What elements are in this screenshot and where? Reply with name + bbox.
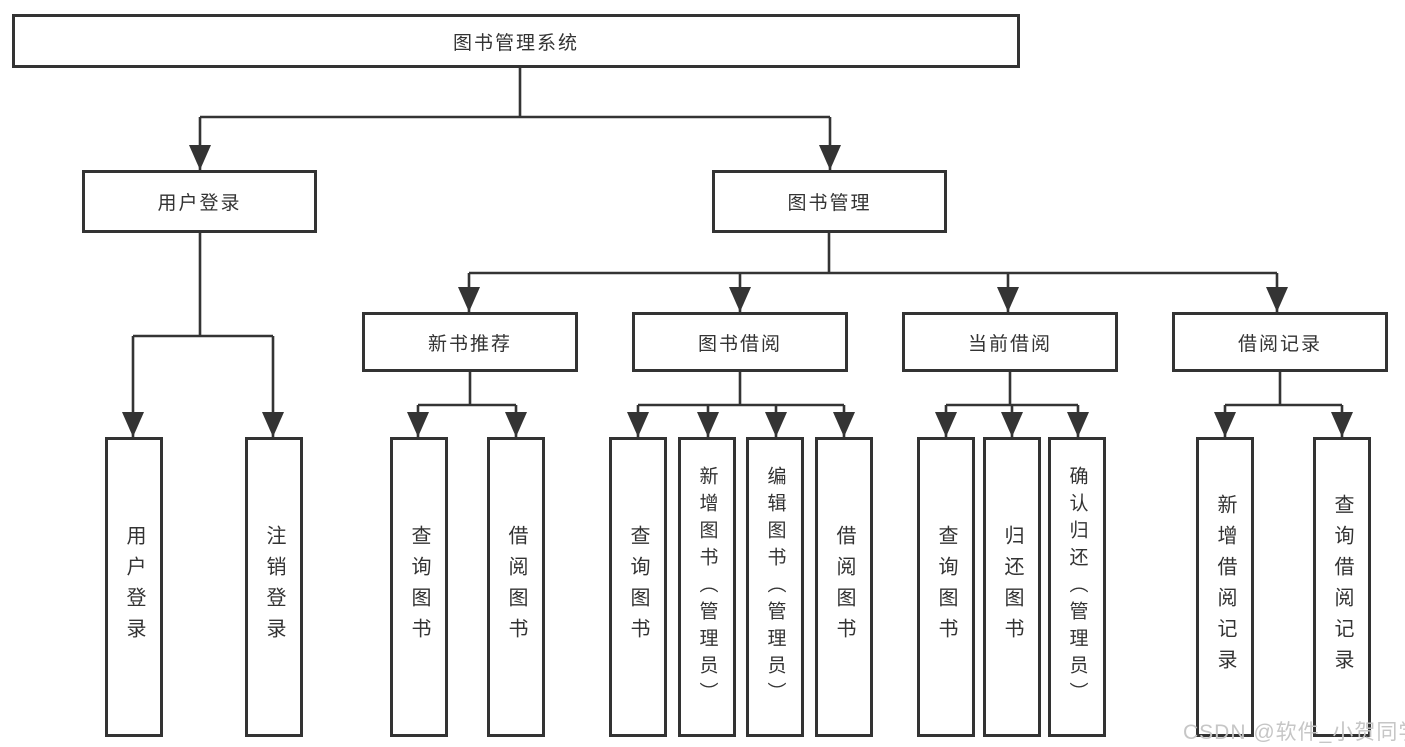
node-label: 编辑图书（管理员） — [764, 465, 786, 709]
node-label: 借阅图书 — [833, 525, 855, 649]
leaf-add-books-admin: 新增图书（管理员） — [678, 437, 736, 737]
leaf-return-books: 归还图书 — [983, 437, 1041, 737]
node-label: 新增图书（管理员） — [696, 465, 718, 709]
node-borrowing-records: 借阅记录 — [1172, 312, 1388, 372]
leaf-query-books-current: 查询图书 — [917, 437, 975, 737]
node-current-borrowing: 当前借阅 — [902, 312, 1118, 372]
leaf-query-books-borrow: 查询图书 — [609, 437, 667, 737]
node-new-book-recommendation: 新书推荐 — [362, 312, 578, 372]
node-label: 归还图书 — [1001, 525, 1023, 649]
node-library-management-system: 图书管理系统 — [12, 14, 1020, 68]
leaf-query-books-recommend: 查询图书 — [390, 437, 448, 737]
node-label: 确认归还（管理员） — [1066, 465, 1088, 709]
node-user-login: 用户登录 — [82, 170, 317, 233]
leaf-borrow-books-recommend: 借阅图书 — [487, 437, 545, 737]
node-label: 图书管理 — [787, 193, 872, 214]
node-label: 查询图书 — [627, 525, 649, 649]
csdn-watermark: CSDN @软件_小贺同学 — [1183, 721, 1405, 744]
node-label: 借阅记录 — [1237, 333, 1322, 355]
leaf-user-login: 用户登录 — [105, 437, 163, 737]
node-label: 注销登录 — [263, 525, 285, 649]
leaf-borrow-books: 借阅图书 — [815, 437, 873, 737]
node-label: 查询图书 — [408, 525, 430, 649]
node-label: 图书管理系统 — [452, 32, 579, 54]
node-book-management: 图书管理 — [712, 170, 947, 233]
leaf-add-borrow-record: 新增借阅记录 — [1196, 437, 1254, 737]
node-label: 查询借阅记录 — [1331, 494, 1353, 680]
node-label: 当前借阅 — [967, 333, 1052, 355]
leaf-edit-books-admin: 编辑图书（管理员） — [746, 437, 804, 737]
node-label: 新增借阅记录 — [1214, 494, 1236, 680]
node-label: 图书借阅 — [697, 333, 782, 355]
leaf-query-borrow-record: 查询借阅记录 — [1313, 437, 1371, 737]
node-label: 借阅图书 — [505, 525, 527, 649]
leaf-confirm-return-admin: 确认归还（管理员） — [1048, 437, 1106, 737]
node-label: 查询图书 — [935, 525, 957, 649]
node-label: 新书推荐 — [427, 333, 512, 355]
node-label: 用户登录 — [157, 193, 242, 214]
node-label: 用户登录 — [123, 525, 145, 649]
node-book-borrowing: 图书借阅 — [632, 312, 848, 372]
leaf-logout: 注销登录 — [245, 437, 303, 737]
